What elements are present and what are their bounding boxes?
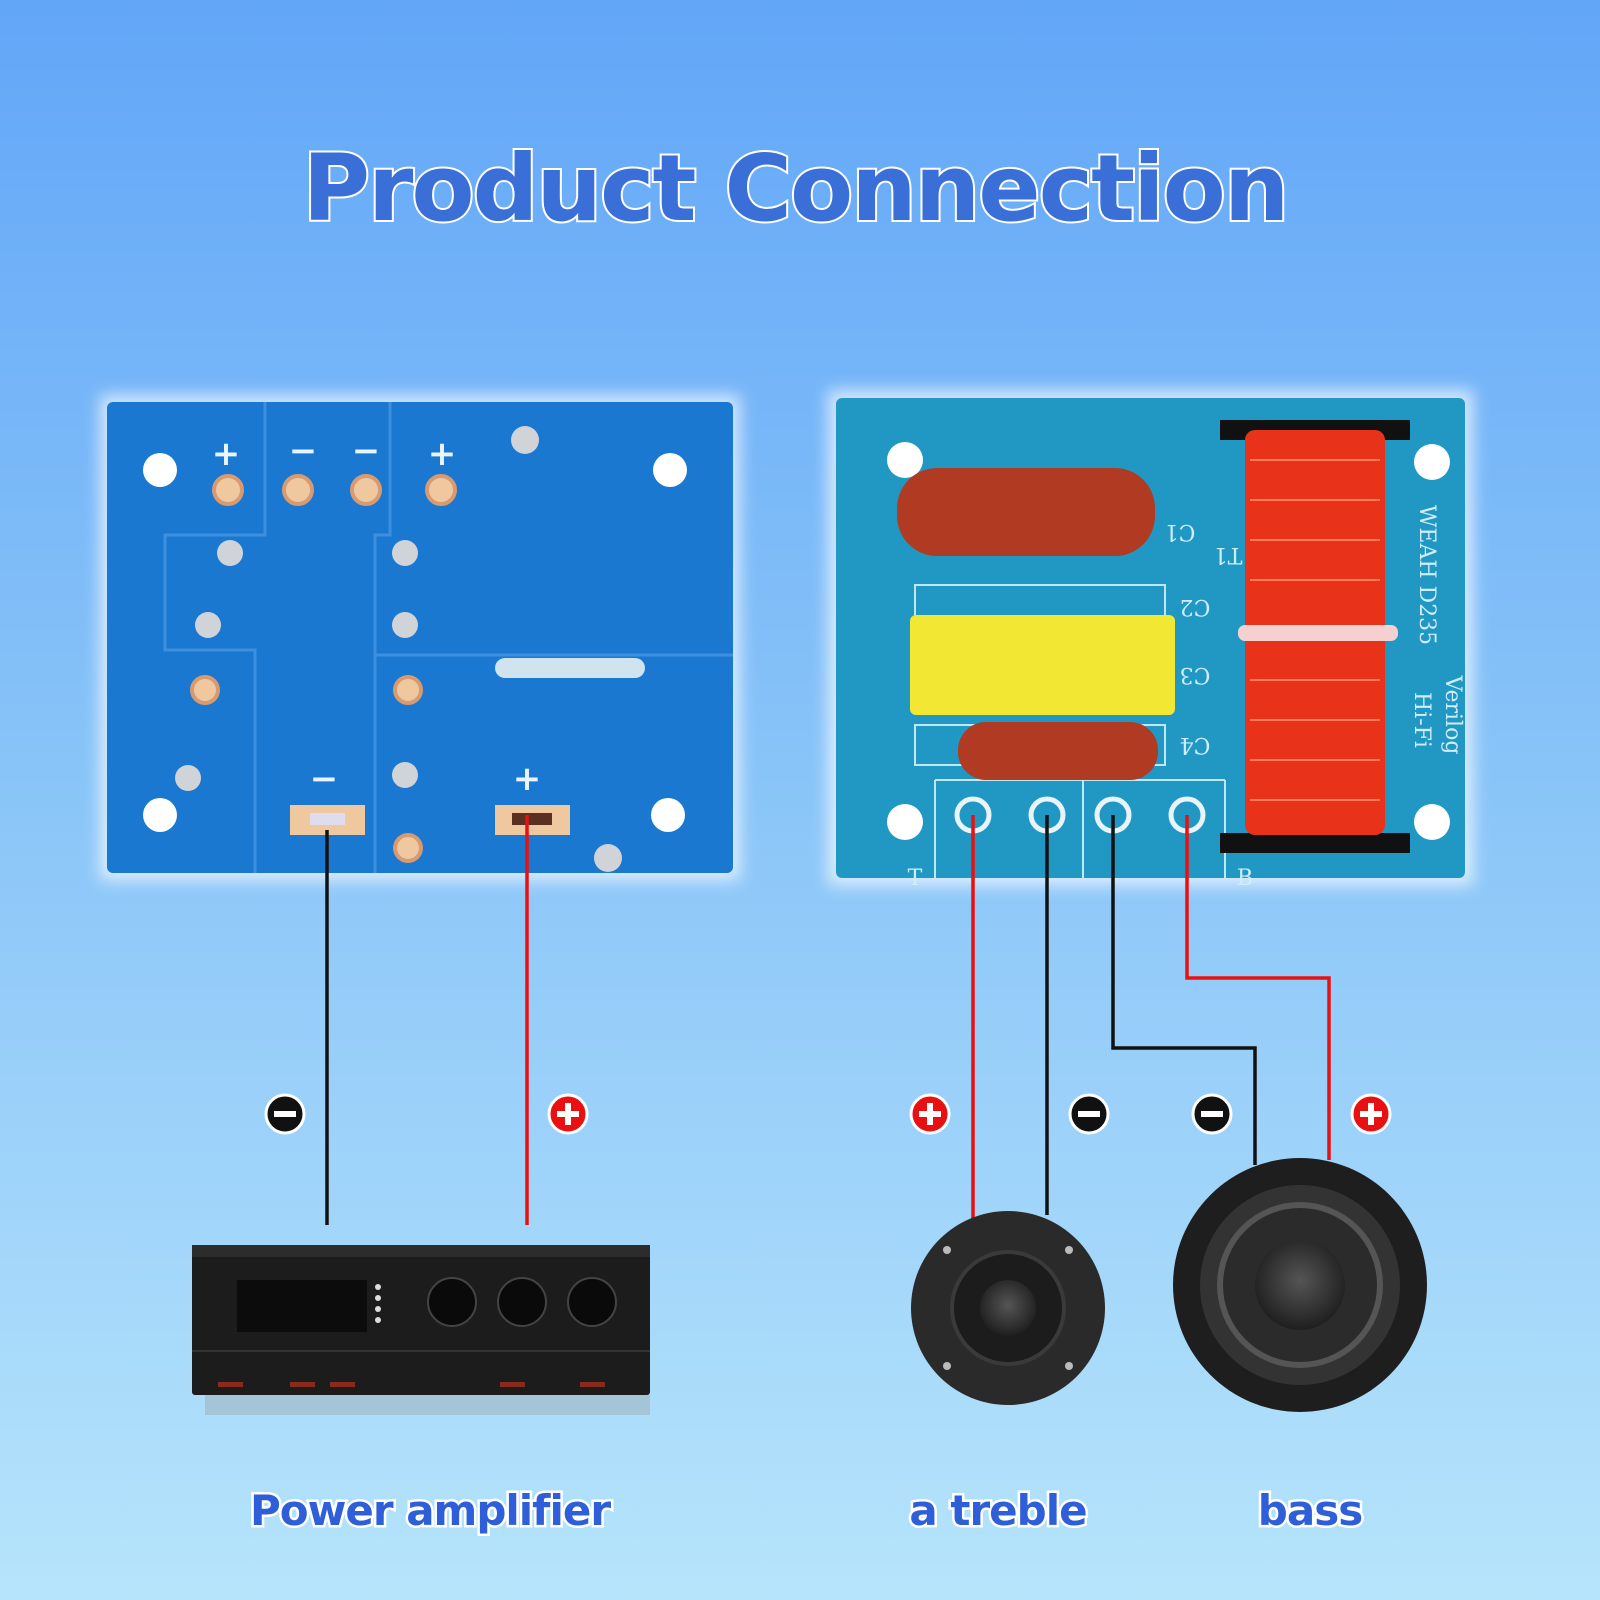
power-amplifier-image bbox=[192, 1245, 650, 1415]
brand-marking: Verilog bbox=[1440, 675, 1465, 755]
plus-icon bbox=[1350, 1093, 1392, 1135]
minus-icon bbox=[1191, 1093, 1233, 1135]
c2-marking: C2 bbox=[1180, 594, 1211, 619]
c1-marking: C1 bbox=[1165, 519, 1196, 544]
minus-icon bbox=[264, 1093, 306, 1135]
plus-marking: + bbox=[212, 434, 241, 474]
woofer-image bbox=[1173, 1158, 1427, 1412]
output-crossover-board: C1 C2 C3 C4 T1 WEAH D235 Verilog Hi-Fi T… bbox=[828, 390, 1473, 891]
amplifier-label: Power amplifier bbox=[250, 1486, 611, 1535]
input-plus-marking: + bbox=[513, 759, 542, 799]
model-marking: WEAH D235 bbox=[1414, 505, 1439, 645]
bass-label: bass bbox=[1258, 1486, 1362, 1535]
plus-icon bbox=[909, 1093, 951, 1135]
t1-marking: T1 bbox=[1214, 542, 1243, 567]
tweeter-image bbox=[911, 1211, 1105, 1405]
wires bbox=[325, 815, 1331, 1225]
minus-marking: − bbox=[352, 431, 381, 471]
treble-terminal-marking: T bbox=[908, 866, 923, 891]
minus-marking: − bbox=[289, 431, 318, 471]
bass-positive-wire bbox=[1185, 815, 1331, 1160]
minus-icon bbox=[1068, 1093, 1110, 1135]
hifi-marking: Hi-Fi bbox=[1409, 692, 1434, 748]
plus-icon bbox=[547, 1093, 589, 1135]
bass-negative-wire bbox=[1111, 815, 1257, 1165]
c4-marking: C4 bbox=[1180, 732, 1211, 757]
bass-terminal-marking: B bbox=[1237, 866, 1253, 891]
input-crossover-board: + − − + − + bbox=[100, 395, 740, 880]
plus-marking: + bbox=[428, 434, 457, 474]
input-minus-marking: − bbox=[310, 759, 339, 799]
page-title: Product Connection bbox=[303, 135, 1288, 242]
treble-label: a treble bbox=[909, 1486, 1086, 1535]
c3-marking: C3 bbox=[1180, 662, 1211, 687]
